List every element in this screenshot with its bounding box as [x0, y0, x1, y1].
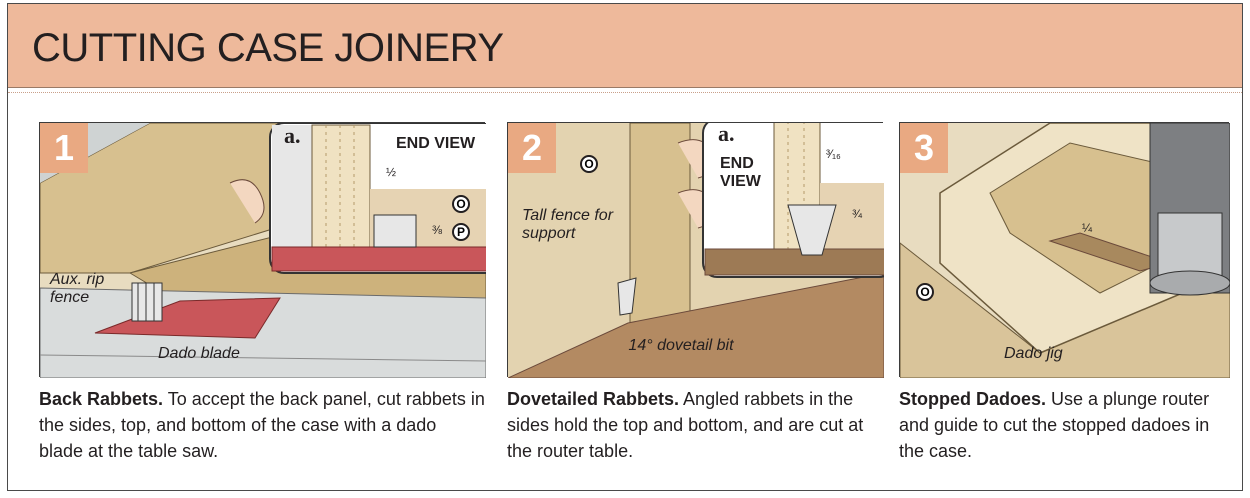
badge-p-1: P — [452, 223, 470, 241]
step-number-1: 1 — [40, 123, 88, 173]
panel-3-drawing — [900, 123, 1230, 378]
dim-three-quarters: ¾ — [852, 207, 863, 221]
title-banner: CUTTING CASE JOINERY — [8, 4, 1242, 88]
badge-o-2: O — [580, 155, 598, 173]
badge-o-3: O — [916, 283, 934, 301]
caption-1-heading: Back Rabbets. — [39, 389, 164, 409]
aux-rip-fence-label: Aux. rip fence — [50, 271, 105, 306]
badge-o-1: O — [452, 195, 470, 213]
caption-3: Stopped Dadoes. Use a plunge router and … — [899, 386, 1229, 464]
inset-letter-1: a. — [284, 123, 301, 148]
dim-three-eighths: ⅜ — [432, 223, 443, 237]
dado-blade-label: Dado blade — [158, 345, 240, 362]
caption-3-text: Use a plunge router and guide to cut the… — [899, 389, 1210, 461]
dim-half: ½ — [386, 165, 397, 179]
dovetail-bit-label: 14° dovetail bit — [628, 337, 734, 354]
dim-quarter: ¼ — [1082, 221, 1093, 235]
dim-three-sixteenths: ³⁄₁₆ — [826, 147, 841, 161]
tall-fence-label: Tall fence for support — [522, 207, 614, 242]
page-title: CUTTING CASE JOINERY — [32, 26, 504, 70]
caption-2-heading: Dovetailed Rabbets. — [507, 389, 680, 409]
dado-jig-label: Dado jig — [1004, 345, 1063, 362]
panel-1-illustration: 1 Aux. rip fence Dado blade a. END VIEW … — [39, 122, 486, 378]
panel-3-illustration: 3 O ¼ Dado jig — [899, 122, 1230, 378]
caption-2-text: Angled rabbets in the sides hold the top… — [507, 389, 864, 461]
banner-divider — [8, 92, 1242, 93]
inset-letter-2: a. — [718, 121, 735, 146]
panel-1-drawing — [40, 123, 486, 378]
caption-1: Back Rabbets. To accept the back panel, … — [39, 386, 485, 464]
caption-1-text: To accept the back panel, cut rabbets in… — [39, 389, 485, 461]
step-number-2: 2 — [508, 123, 556, 173]
panel-2-drawing — [508, 123, 884, 378]
caption-3-heading: Stopped Dadoes. — [899, 389, 1047, 409]
figure-frame: CUTTING CASE JOINERY 1 — [7, 3, 1243, 491]
caption-2: Dovetailed Rabbets. Angled rabbets in th… — [507, 386, 883, 464]
panel-2-illustration: 2 O Tall fence for support 14° dovetail … — [507, 121, 884, 378]
step-number-3: 3 — [900, 123, 948, 173]
inset-title-1: END VIEW — [396, 135, 476, 152]
inset-title-2: END VIEW — [720, 155, 761, 190]
